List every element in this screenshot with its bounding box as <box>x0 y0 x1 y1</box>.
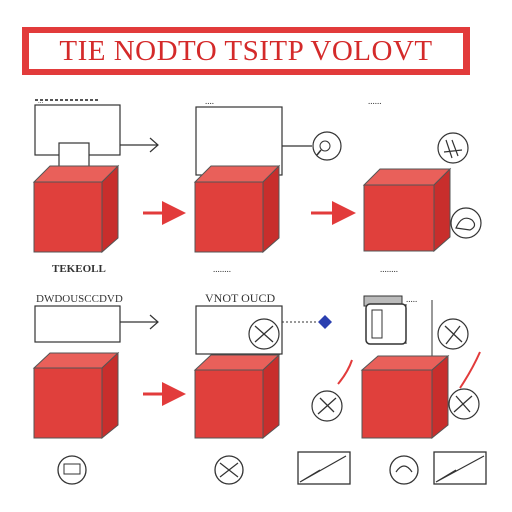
panel-6: ..... <box>360 294 481 440</box>
panel-4: DWDOUSCCDVD <box>32 293 159 440</box>
tool-icon <box>437 132 469 164</box>
red-box-5 <box>194 369 264 439</box>
envelope-icon <box>297 451 351 485</box>
title-text: TIE NODTO TSITP VOLOVT <box>29 33 463 69</box>
tool-icon <box>57 455 87 485</box>
panel-2: .... ........ <box>193 96 342 274</box>
diamond-icon <box>318 315 332 329</box>
bottom-icons <box>57 451 487 485</box>
tool-icon <box>448 388 480 420</box>
arrow-right-icon <box>149 314 159 330</box>
red-marker <box>337 359 353 385</box>
panel-4-header: DWDOUSCCDVD <box>36 293 123 305</box>
tool-icon <box>214 455 244 485</box>
panel-6-header: ..... <box>406 294 417 304</box>
title-banner: TIE NODTO TSITP VOLOVT <box>22 27 470 75</box>
red-box-1 <box>33 181 103 253</box>
panel-5: VNOT OUCD <box>193 291 353 440</box>
panel-3: ...... ........ <box>362 96 482 274</box>
panel-1: ... TEKEOLL <box>32 97 159 275</box>
magnifier-icon <box>312 131 342 161</box>
panel-2-frame <box>195 106 283 176</box>
red-box-2 <box>194 181 264 253</box>
panel-1-header: ... <box>38 97 44 105</box>
panel-3-header: ...... <box>368 96 382 106</box>
panel-4-frame <box>34 305 121 343</box>
tool-icon <box>389 455 419 485</box>
red-box-6 <box>361 369 433 439</box>
red-box-4 <box>33 367 103 439</box>
panel-2-caption: ........ <box>213 264 231 274</box>
panel-5-frame <box>195 305 283 355</box>
hand-icon <box>450 207 482 239</box>
red-box-3 <box>363 184 435 252</box>
panel-1-caption: TEKEOLL <box>52 263 106 275</box>
envelope-icon <box>433 451 487 485</box>
panel-5-header: VNOT OUCD <box>205 291 275 305</box>
panel-2-header: .... <box>205 96 214 106</box>
red-marker <box>459 351 481 389</box>
panel-3-caption: ........ <box>380 264 398 274</box>
arrow-right-icon <box>149 137 159 153</box>
